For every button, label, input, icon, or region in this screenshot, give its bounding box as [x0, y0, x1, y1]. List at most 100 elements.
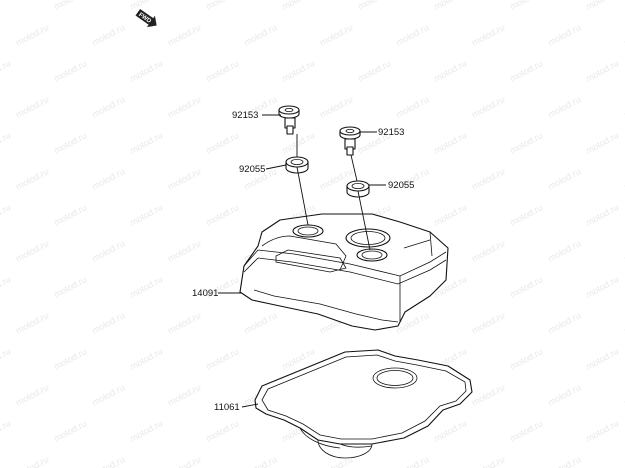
- watermark-text: motod.ru: [14, 22, 50, 48]
- watermark-text: motod.ru: [508, 202, 544, 228]
- watermark-text: motod.ru: [204, 58, 240, 84]
- watermark-text: motod.ru: [90, 94, 126, 120]
- watermark-text: motod.ru: [242, 310, 278, 336]
- watermark-text: motod.ru: [508, 346, 544, 372]
- watermark-text: motod.ru: [584, 58, 620, 84]
- watermark-text: motod.ru: [584, 130, 620, 156]
- watermark-text: motod.ru: [242, 22, 278, 48]
- watermark-text: motod.ru: [14, 454, 50, 468]
- watermark-text: motod.ru: [508, 418, 544, 444]
- watermark-text: motod.ru: [432, 0, 468, 12]
- fwd-arrow: FWD: [135, 8, 157, 28]
- watermark-text: motod.ru: [432, 202, 468, 228]
- watermark-text: motod.ru: [14, 166, 50, 192]
- watermark-text: motod.ru: [204, 346, 240, 372]
- watermark-text: motod.ru: [280, 0, 316, 12]
- label-92153-right: 92153: [378, 127, 404, 138]
- cylinder-head-cover-14091[interactable]: [239, 213, 449, 331]
- bolt-92153-right[interactable]: [339, 126, 361, 156]
- watermark-text: motod.ru: [584, 418, 620, 444]
- watermark-text: motod.ru: [584, 202, 620, 228]
- watermark-text: motod.ru: [432, 130, 468, 156]
- watermark-text: motod.ru: [394, 22, 430, 48]
- watermark-text: motod.ru: [204, 202, 240, 228]
- watermark-text: motod.ru: [90, 382, 126, 408]
- watermark-text: motod.ru: [546, 166, 582, 192]
- watermark-text: motod.ru: [318, 22, 354, 48]
- watermark-text: motod.ru: [394, 94, 430, 120]
- watermark-text: motod.ru: [470, 94, 506, 120]
- watermark-text: motod.ru: [584, 346, 620, 372]
- watermark-text: motod.ru: [166, 310, 202, 336]
- watermark-text: motod.ru: [546, 238, 582, 264]
- watermark-text: motod.ru: [470, 454, 506, 468]
- watermark-text: motod.ru: [508, 58, 544, 84]
- watermark-text: motod.ru: [0, 58, 12, 84]
- watermark-text: motod.ru: [546, 94, 582, 120]
- watermark-text: motod.ru: [0, 418, 12, 444]
- watermark-text: motod.ru: [166, 94, 202, 120]
- watermark-text: motod.ru: [204, 130, 240, 156]
- watermark-text: motod.ru: [166, 382, 202, 408]
- watermark-text: motod.ru: [52, 202, 88, 228]
- watermark-text: motod.ru: [90, 238, 126, 264]
- watermark-text: motod.ru: [470, 238, 506, 264]
- label-11061: 11061: [214, 402, 240, 413]
- watermark-text: motod.ru: [128, 202, 164, 228]
- watermark-text: motod.ru: [508, 130, 544, 156]
- watermark-text: motod.ru: [470, 22, 506, 48]
- watermark-text: motod.ru: [0, 274, 12, 300]
- watermark-text: motod.ru: [204, 418, 240, 444]
- label-92153-left: 92153: [232, 110, 258, 121]
- watermark-text: motod.ru: [394, 454, 430, 468]
- watermark-text: motod.ru: [546, 22, 582, 48]
- watermark-text: motod.ru: [14, 382, 50, 408]
- watermark-text: motod.ru: [0, 346, 12, 372]
- watermark-text: motod.ru: [52, 346, 88, 372]
- watermark-text: motod.ru: [52, 0, 88, 12]
- washer-92055-right[interactable]: [346, 180, 370, 198]
- label-92055-right: 92055: [388, 180, 414, 191]
- watermark-text: motod.ru: [128, 346, 164, 372]
- watermark-text: motod.ru: [90, 166, 126, 192]
- watermark-text: motod.ru: [356, 0, 392, 12]
- watermark-text: motod.ru: [52, 274, 88, 300]
- watermark-text: motod.ru: [584, 0, 620, 12]
- watermark-text: motod.ru: [546, 382, 582, 408]
- watermark-text: motod.ru: [242, 454, 278, 468]
- watermark-text: motod.ru: [546, 454, 582, 468]
- watermark-text: motod.ru: [90, 22, 126, 48]
- watermark-text: motod.ru: [584, 274, 620, 300]
- watermark-text: motod.ru: [280, 58, 316, 84]
- watermark-text: motod.ru: [0, 0, 12, 12]
- watermark-text: motod.ru: [90, 454, 126, 468]
- watermark-text: motod.ru: [546, 310, 582, 336]
- washer-92055-left[interactable]: [285, 156, 309, 174]
- watermark-text: motod.ru: [90, 310, 126, 336]
- label-14091: 14091: [192, 288, 218, 299]
- gasket-11061[interactable]: [254, 349, 473, 459]
- watermark-text: motod.ru: [14, 238, 50, 264]
- watermark-text: motod.ru: [14, 94, 50, 120]
- watermark-text: motod.ru: [166, 238, 202, 264]
- watermark-text: motod.ru: [128, 274, 164, 300]
- watermark-text: motod.ru: [356, 58, 392, 84]
- watermark-text: motod.ru: [166, 166, 202, 192]
- watermark-text: motod.ru: [128, 0, 164, 12]
- watermark-text: motod.ru: [52, 130, 88, 156]
- watermark-text: motod.ru: [280, 130, 316, 156]
- watermark-text: motod.ru: [470, 382, 506, 408]
- watermark-text: motod.ru: [52, 418, 88, 444]
- watermark-text: motod.ru: [318, 454, 354, 468]
- watermark-text: motod.ru: [432, 58, 468, 84]
- watermark-text: motod.ru: [470, 310, 506, 336]
- label-92055-left: 92055: [239, 164, 265, 175]
- assembly-lines: [296, 134, 371, 251]
- watermark-text: motod.ru: [0, 202, 12, 228]
- watermark-text: motod.ru: [166, 22, 202, 48]
- watermark-text: motod.ru: [128, 130, 164, 156]
- watermark-text: motod.ru: [318, 94, 354, 120]
- bolt-92153-left[interactable]: [278, 105, 300, 135]
- watermark-text: motod.ru: [14, 310, 50, 336]
